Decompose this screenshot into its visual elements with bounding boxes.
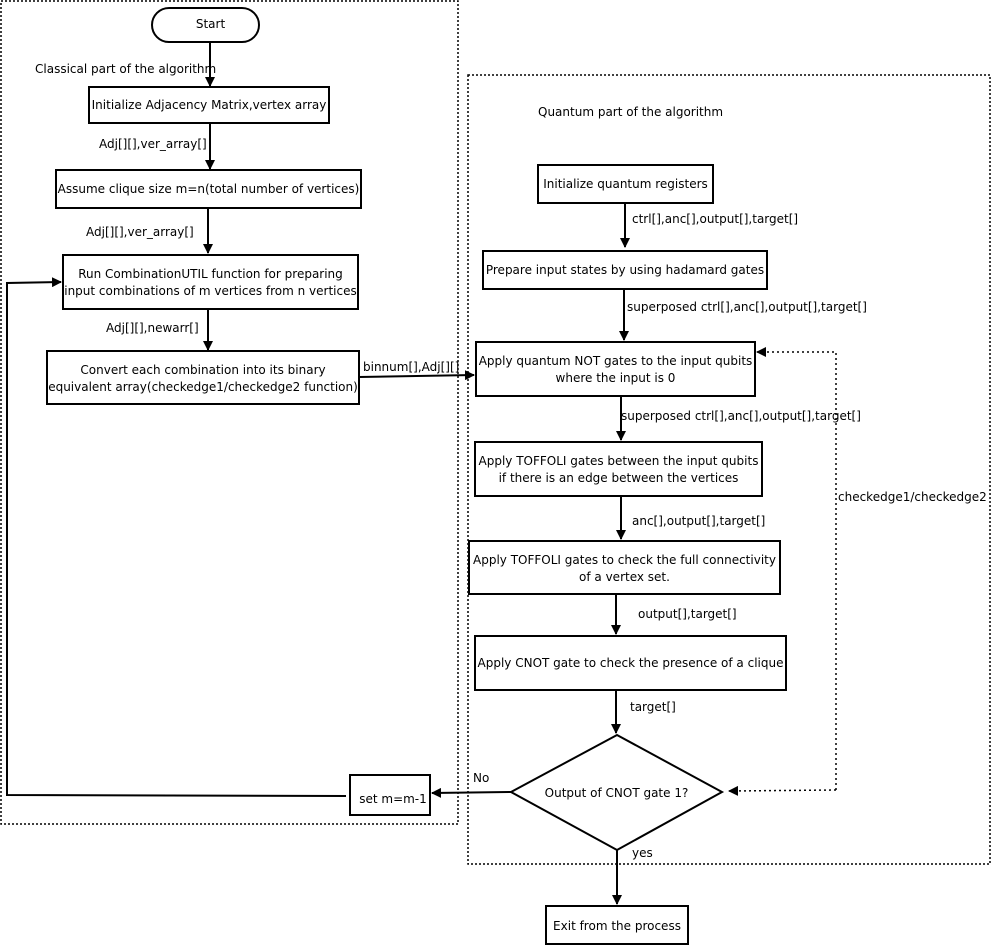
edge-label-output-target: output[],target[]	[638, 607, 737, 621]
prepare-input-node: Prepare input states by using hadamard g…	[482, 250, 768, 290]
exit-label: Exit from the process	[553, 919, 681, 933]
edge-label-target: target[]	[630, 700, 676, 714]
set-m-node: set m=m-1	[349, 774, 431, 816]
arrow-dotted-checkedge-to-not	[756, 347, 837, 790]
edge-label-checkedge: checkedge1/checkedge2	[838, 490, 987, 504]
apply-not-label-line2: where the input is 0	[556, 371, 676, 385]
edge-label-adj-ver-1: Adj[][],ver_array[]	[99, 137, 207, 151]
decision-label: Output of CNOT gate 1?	[545, 786, 689, 800]
apply-toffoli-edges-label-line2: if there is an edge between the vertices	[499, 471, 739, 485]
quantum-section-frame	[467, 74, 991, 865]
edge-label-no: No	[473, 771, 489, 785]
prepare-input-label: Prepare input states by using hadamard g…	[486, 263, 764, 277]
edge-label-adj-ver-2: Adj[][],ver_array[]	[86, 225, 194, 239]
convert-combination-label-line1: Convert each combination into its binary	[80, 363, 325, 377]
arrow-setm-loop-to-run	[6, 277, 347, 797]
apply-not-label-line1: Apply quantum NOT gates to the input qub…	[479, 354, 753, 368]
exit-node: Exit from the process	[545, 905, 689, 945]
init-quantum-node: Initialize quantum registers	[537, 164, 714, 204]
run-combination-label-line2: input combinations of m vertices from n …	[64, 284, 357, 298]
classical-section-frame	[0, 0, 459, 825]
apply-toffoli-connectivity-node: Apply TOFFOLI gates to check the full co…	[468, 540, 781, 595]
init-quantum-label: Initialize quantum registers	[543, 177, 708, 191]
apply-cnot-node: Apply CNOT gate to check the presence of…	[474, 635, 787, 691]
classical-section-label: Classical part of the algorithm	[35, 62, 216, 76]
decision-node: Output of CNOT gate 1?	[508, 733, 725, 852]
edge-label-adj-newarr: Adj[][],newarr[]	[106, 321, 199, 335]
apply-not-node: Apply quantum NOT gates to the input qub…	[475, 341, 756, 397]
start-node: Start	[151, 7, 260, 43]
init-adjacency-node: Initialize Adjacency Matrix,vertex array	[88, 86, 330, 124]
arrow-convert-to-not	[358, 370, 475, 381]
init-adjacency-label: Initialize Adjacency Matrix,vertex array	[92, 98, 327, 112]
start-label: Start	[196, 17, 226, 31]
edge-label-binnum-adj: binnum[],Adj[][]	[363, 360, 459, 374]
convert-combination-node: Convert each combination into its binary…	[46, 350, 360, 405]
apply-toffoli-connectivity-label-line2: of a vertex set.	[579, 570, 670, 584]
edge-label-superposed-1: superposed ctrl[],anc[],output[],target[…	[627, 300, 867, 314]
set-m-label: set m=m-1	[359, 792, 427, 806]
arrow-dotted-checkedge-to-decision	[728, 785, 837, 796]
apply-toffoli-edges-label-line1: Apply TOFFOLI gates between the input qu…	[479, 454, 759, 468]
run-combination-node: Run CombinationUTIL function for prepari…	[62, 254, 359, 310]
convert-combination-label-line2: equivalent array(checkedge1/checkedge2 f…	[48, 380, 358, 394]
apply-toffoli-edges-node: Apply TOFFOLI gates between the input qu…	[474, 441, 763, 497]
quantum-section-label: Quantum part of the algorithm	[538, 105, 723, 119]
edge-label-anc-output-target: anc[],output[],target[]	[632, 514, 765, 528]
edge-label-yes: yes	[632, 846, 653, 860]
run-combination-label-line1: Run CombinationUTIL function for prepari…	[78, 267, 343, 281]
assume-clique-node: Assume clique size m=n(total number of v…	[55, 169, 362, 209]
apply-toffoli-connectivity-label-line1: Apply TOFFOLI gates to check the full co…	[473, 553, 776, 567]
edge-label-superposed-2: superposed ctrl[],anc[],output[],target[…	[621, 409, 861, 423]
arrow-decision-to-setm	[431, 787, 512, 798]
assume-clique-label: Assume clique size m=n(total number of v…	[58, 182, 360, 196]
apply-cnot-label: Apply CNOT gate to check the presence of…	[478, 656, 784, 670]
edge-label-ctrl-anc-output-target: ctrl[],anc[],output[],target[]	[632, 212, 798, 226]
